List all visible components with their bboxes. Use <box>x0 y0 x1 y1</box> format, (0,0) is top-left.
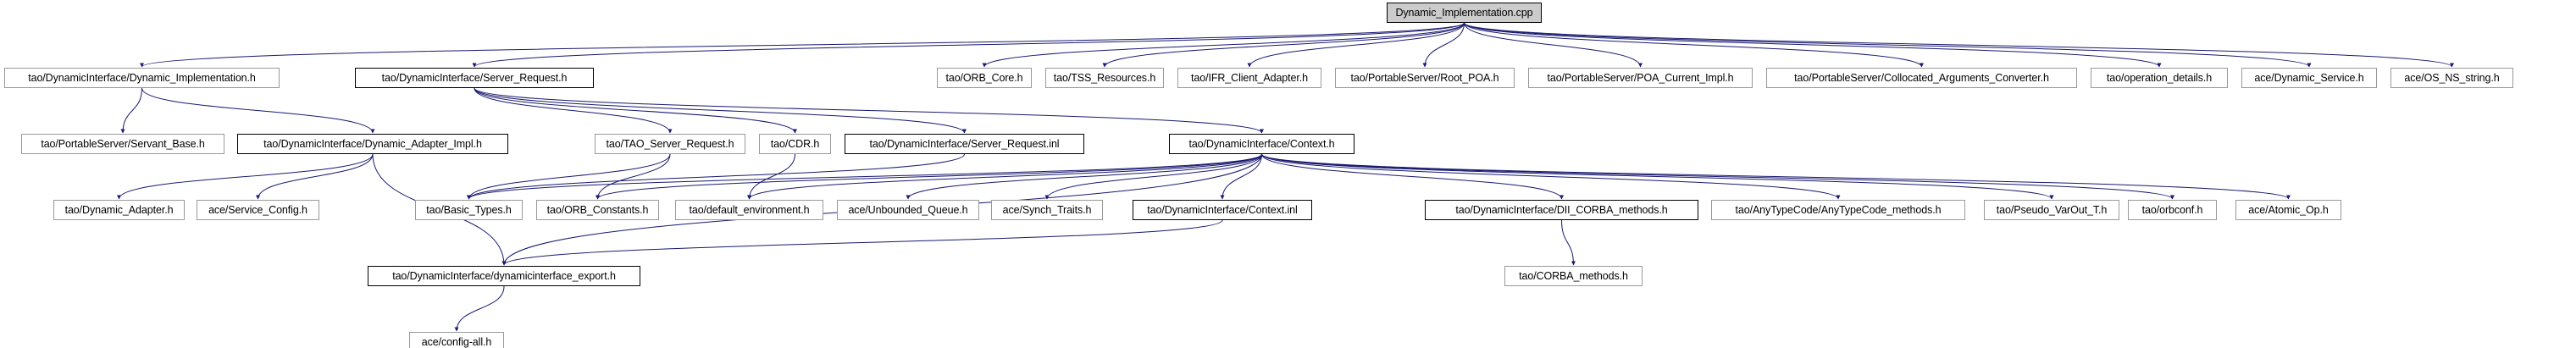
graph-node[interactable]: tao/ORB_Constants.h <box>536 200 659 220</box>
graph-node[interactable]: tao/orbconf.h <box>2128 200 2217 220</box>
graph-node[interactable]: ace/Dynamic_Service.h <box>2241 68 2377 88</box>
graph-node[interactable]: ace/Unbounded_Queue.h <box>837 200 979 220</box>
graph-edge <box>1247 22 1465 68</box>
graph-edge <box>747 153 1262 200</box>
graph-node[interactable]: tao/DynamicInterface/Dynamic_Adapter_Imp… <box>237 134 508 154</box>
graph-node[interactable]: tao/operation_details.h <box>2091 68 2228 88</box>
graph-edge <box>1044 153 1262 200</box>
graph-node[interactable]: tao/default_environment.h <box>675 200 823 220</box>
graph-edge <box>1261 153 2291 200</box>
graph-node[interactable]: tao/PortableServer/POA_Current_Impl.h <box>1528 68 1753 88</box>
graph-edge <box>1464 22 1643 68</box>
graph-node[interactable]: tao/DynamicInterface/Server_Request.h <box>355 68 594 88</box>
graph-edge <box>120 87 142 134</box>
graph-node[interactable]: ace/Synch_Traits.h <box>991 200 1103 220</box>
graph-edge <box>474 87 1264 134</box>
graph-edge <box>1261 153 1564 200</box>
graph-node[interactable]: tao/PortableServer/Collocated_Arguments_… <box>1766 68 2077 88</box>
graph-edge <box>474 87 673 134</box>
graph-edge <box>1464 22 1924 68</box>
graph-node[interactable]: tao/PortableServer/Servant_Base.h <box>21 134 224 154</box>
graph-node[interactable]: tao/TSS_Resources.h <box>1045 68 1164 88</box>
graph-edge <box>1102 22 1465 68</box>
graph-edge <box>1261 153 2054 200</box>
graph-edge <box>1464 22 2454 68</box>
graph-edge <box>117 153 374 200</box>
graph-node[interactable]: tao/AnyTypeCode/AnyTypeCode_methods.h <box>1711 200 1965 220</box>
graph-node[interactable]: tao/ORB_Core.h <box>937 68 1032 88</box>
graph-node[interactable]: ace/OS_NS_string.h <box>2390 68 2513 88</box>
graph-node[interactable]: ace/Service_Config.h <box>197 200 319 220</box>
graph-node[interactable]: ace/Atomic_Op.h <box>2235 200 2341 220</box>
graph-node[interactable]: tao/CORBA_methods.h <box>1504 266 1643 286</box>
graph-node[interactable]: tao/CDR.h <box>759 134 831 154</box>
graph-node[interactable]: tao/DynamicInterface/Server_Request.inl <box>845 134 1084 154</box>
graph-node[interactable]: tao/Dynamic_Adapter.h <box>53 200 185 220</box>
graph-node[interactable]: tao/Pseudo_VarOut_T.h <box>1984 200 2119 220</box>
graph-edge <box>256 153 374 200</box>
graph-edge <box>596 153 671 200</box>
graph-edge <box>501 219 1223 266</box>
graph-edge <box>982 22 1465 68</box>
graph-edge <box>472 22 1465 68</box>
graph-node[interactable]: tao/DynamicInterface/dynamicinterface_ex… <box>368 266 640 286</box>
graph-edge <box>467 153 965 200</box>
graph-node[interactable]: tao/DynamicInterface/Dynamic_Implementat… <box>4 68 280 88</box>
graph-node[interactable]: tao/Basic_Types.h <box>415 200 523 220</box>
graph-edge <box>1422 22 1465 68</box>
graph-edge <box>1464 22 2162 68</box>
graph-edge <box>1561 219 1576 266</box>
graph-edge <box>467 153 671 200</box>
graph-node[interactable]: ace/config-all.h <box>409 332 504 348</box>
graph-edge <box>1220 153 1262 200</box>
graph-edge <box>1261 153 2174 200</box>
graph-edge <box>454 285 505 332</box>
graph-edge <box>1261 153 1841 200</box>
graph-edge <box>474 87 967 134</box>
graph-edge <box>140 22 1465 68</box>
graph-node-root[interactable]: Dynamic_Implementation.cpp <box>1387 3 1542 23</box>
graph-node[interactable]: tao/PortableServer/Root_POA.h <box>1335 68 1515 88</box>
graph-edge <box>474 87 797 134</box>
graph-edge <box>1464 22 2312 68</box>
graph-node[interactable]: tao/IFR_Client_Adapter.h <box>1177 68 1321 88</box>
graph-edge <box>906 153 1262 200</box>
graph-edge <box>141 87 375 134</box>
graph-edge <box>747 153 795 200</box>
graph-node[interactable]: tao/DynamicInterface/Context.inl <box>1133 200 1312 220</box>
graph-edge <box>596 153 1262 200</box>
graph-edge <box>467 153 1262 200</box>
graph-node[interactable]: tao/DynamicInterface/Context.h <box>1169 134 1354 154</box>
graph-node[interactable]: tao/DynamicInterface/DII_CORBA_methods.h <box>1425 200 1698 220</box>
graph-node[interactable]: tao/TAO_Server_Request.h <box>595 134 745 154</box>
